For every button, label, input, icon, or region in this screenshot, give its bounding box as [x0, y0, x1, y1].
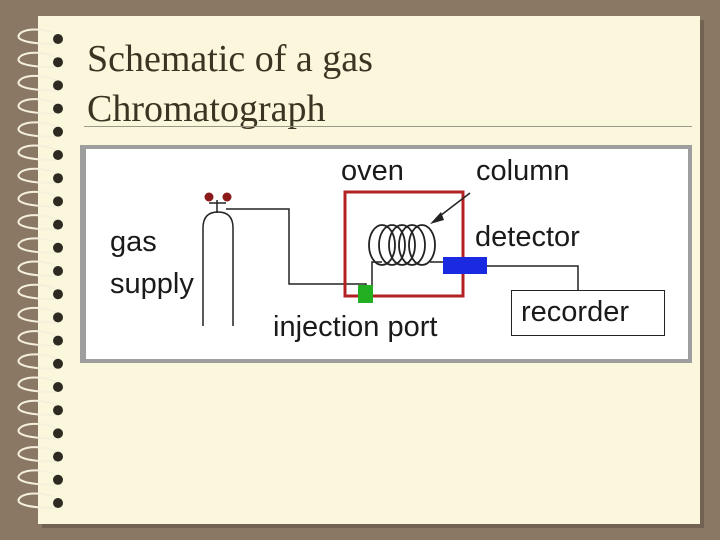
binding-hole	[53, 312, 63, 323]
spiral-ring	[17, 353, 57, 370]
spiral-ring	[17, 260, 57, 277]
recorder-box: recorder	[511, 290, 665, 336]
column-pointer-arrowhead	[430, 212, 444, 224]
binding-hole	[53, 405, 63, 416]
spiral-ring	[17, 283, 57, 301]
binding-hole	[53, 219, 63, 230]
spiral-ring	[17, 190, 57, 208]
oven-box	[343, 190, 465, 298]
binding-hole	[53, 289, 63, 300]
spiral-ring	[17, 446, 57, 463]
binding-hole	[53, 126, 63, 137]
column-coil	[368, 224, 436, 266]
binding-hole	[53, 335, 63, 346]
label-column: column	[476, 155, 570, 187]
title-underline	[84, 126, 692, 127]
label-oven: oven	[341, 155, 404, 187]
spiral-ring	[17, 167, 57, 185]
binding-hole	[53, 242, 63, 253]
spiral-ring	[17, 399, 57, 417]
spiral-ring	[17, 51, 57, 69]
detector	[443, 257, 487, 274]
binding-hole	[53, 34, 63, 44]
spiral-ring	[17, 237, 57, 254]
binding-hole	[53, 451, 63, 462]
label-detector: detector	[475, 221, 580, 253]
binding-hole	[53, 428, 63, 439]
binding-hole	[53, 80, 63, 91]
spiral-ring	[17, 28, 57, 45]
label-recorder: recorder	[521, 296, 629, 328]
binding-hole	[53, 358, 63, 369]
binding-hole	[53, 266, 63, 276]
spiral-ring	[17, 144, 57, 161]
signal-line	[487, 265, 579, 290]
spiral-ring	[17, 376, 57, 393]
valve-knob-left	[204, 192, 214, 202]
spiral-ring	[17, 422, 57, 440]
binding-hole	[53, 150, 63, 160]
binding-hole	[53, 103, 63, 114]
binding-hole	[53, 173, 63, 184]
label-injection-port: injection port	[273, 311, 438, 343]
spiral-ring	[17, 121, 57, 138]
slide-title: Schematic of a gas Chromatograph	[87, 38, 373, 130]
binding-hole	[53, 382, 63, 392]
spiral-ring	[17, 306, 57, 324]
injection-port	[358, 285, 373, 303]
label-gas-supply: gas supply	[110, 226, 194, 300]
gas-cylinder	[202, 211, 234, 326]
spiral-ring	[17, 492, 57, 509]
spiral-ring	[17, 469, 57, 486]
spiral-ring	[17, 74, 57, 92]
valve-knob-right	[222, 192, 232, 202]
spiral-ring	[17, 330, 57, 347]
binding-hole	[53, 196, 63, 207]
spiral-ring	[17, 214, 57, 231]
binding-hole	[53, 498, 63, 508]
spiral-ring	[17, 98, 57, 115]
binding-hole	[53, 474, 63, 485]
binding-hole	[53, 57, 63, 68]
